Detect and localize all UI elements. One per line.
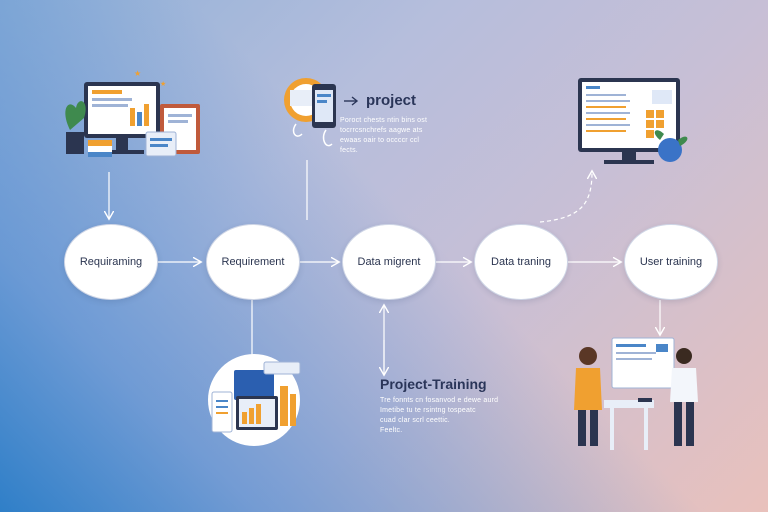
- node-label: Requirement: [221, 256, 285, 268]
- svg-text:★: ★: [134, 69, 141, 78]
- dashed-n4-monitor: [539, 172, 592, 223]
- svg-text:★: ★: [160, 80, 166, 88]
- project-callout-title: project: [366, 92, 417, 109]
- node-requiraming: Requiraming: [64, 224, 158, 300]
- training-body-line: Tre fonnts cn fosanvod e dewe aurd: [380, 397, 499, 404]
- project-body-line: ewaas oair to occccr ccl: [340, 137, 420, 144]
- training-callout-body: Tre fonnts cn fosanvod e dewe aurd Imeti…: [380, 396, 498, 436]
- node-label: User training: [639, 256, 703, 268]
- project-callout-body: Poroct chests ntin bins ost tocrrcsnchre…: [340, 116, 427, 156]
- training-body-line: cuad clar scrl ceettic.: [380, 417, 450, 424]
- node-user-training: User training: [624, 224, 718, 300]
- node-data-traning: Data traning: [474, 224, 568, 300]
- tablet-chart-illustration: [208, 354, 301, 446]
- training-people-illustration: [574, 337, 698, 450]
- desk-monitor-illustration: ★ ★: [65, 69, 200, 157]
- project-body-line: tocrrcsnchrefs aagwe ats: [340, 127, 423, 134]
- project-body-line: Poroct chests ntin bins ost: [340, 117, 428, 124]
- phone-illustration: [284, 78, 359, 147]
- node-label: Requiraming: [79, 256, 143, 268]
- node-label: Data migrent: [357, 256, 421, 268]
- node-requirement: Requirement: [206, 224, 300, 300]
- dashboard-monitor-illustration: [578, 78, 688, 164]
- project-body-line: fects.: [340, 147, 358, 154]
- node-data-migrent: Data migrent: [342, 224, 436, 300]
- training-callout-title: Project-Training: [380, 376, 487, 392]
- training-body-line: Imetibe tu te rsintng tospeatc: [380, 407, 476, 414]
- node-label: Data traning: [491, 256, 551, 268]
- training-body-line: Feeltc.: [380, 427, 403, 434]
